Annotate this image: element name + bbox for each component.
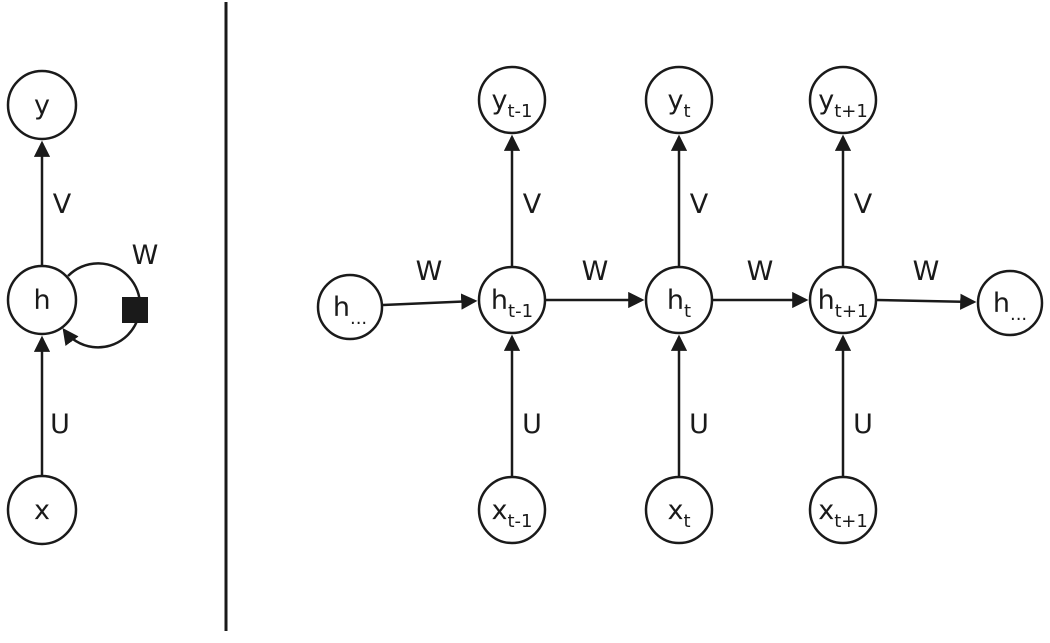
node-label-h-next-ellipsis: h... (993, 288, 1027, 325)
node-label-x-t-minus-1: xt-1 (492, 495, 533, 532)
node-label-h-prev-ellipsis: h... (333, 292, 367, 329)
edge-w-arrow (382, 293, 478, 310)
edge-w-arrow (876, 293, 977, 310)
node-h-prev-ellipsis (316, 273, 384, 341)
edge-label-u: U (50, 409, 70, 440)
node-label-h-t: ht (667, 285, 691, 322)
edge-label-u: U (522, 409, 542, 440)
node-label-y: y (34, 90, 50, 121)
edge-label-u: U (853, 409, 873, 440)
edge-label-w: W (747, 256, 774, 287)
node-h-t (644, 265, 714, 335)
node-label-h-t-plus-1: ht+1 (818, 285, 869, 322)
edge-label-u: U (689, 409, 709, 440)
node-x (6, 474, 78, 546)
node-label-x-t: xt (667, 495, 690, 532)
edge-label-w: W (416, 256, 443, 287)
node-x-t (644, 475, 714, 545)
self-loop-label-w: W (132, 240, 159, 271)
node-h-t-plus-1 (808, 265, 878, 335)
node-label-y-t-plus-1: yt+1 (818, 85, 868, 122)
node-x-t-minus-1 (477, 475, 547, 545)
node-y (6, 69, 78, 141)
node-h-next-ellipsis (976, 269, 1044, 337)
node-label-y-t-minus-1: yt-1 (492, 85, 533, 122)
node-label-h: h (33, 285, 50, 316)
node-h (6, 264, 78, 336)
node-h-t-minus-1 (477, 265, 547, 335)
node-y-t-minus-1 (477, 65, 547, 135)
edge-label-v: V (854, 189, 873, 220)
edge-label-v: V (690, 189, 709, 220)
node-y-t-plus-1 (808, 65, 878, 135)
node-y-t (644, 65, 714, 135)
node-label-h-t-minus-1: ht-1 (491, 285, 533, 322)
node-x-t-plus-1 (808, 475, 878, 545)
edge-label-w: W (913, 256, 940, 287)
edge-label-v: V (523, 189, 542, 220)
edge-label-v: V (53, 189, 72, 220)
node-label-x-t-plus-1: xt+1 (818, 495, 868, 532)
node-label-x: x (34, 495, 50, 526)
edge-label-w: W (582, 256, 609, 287)
node-label-y-t: yt (667, 85, 690, 122)
delay-square (122, 297, 148, 323)
